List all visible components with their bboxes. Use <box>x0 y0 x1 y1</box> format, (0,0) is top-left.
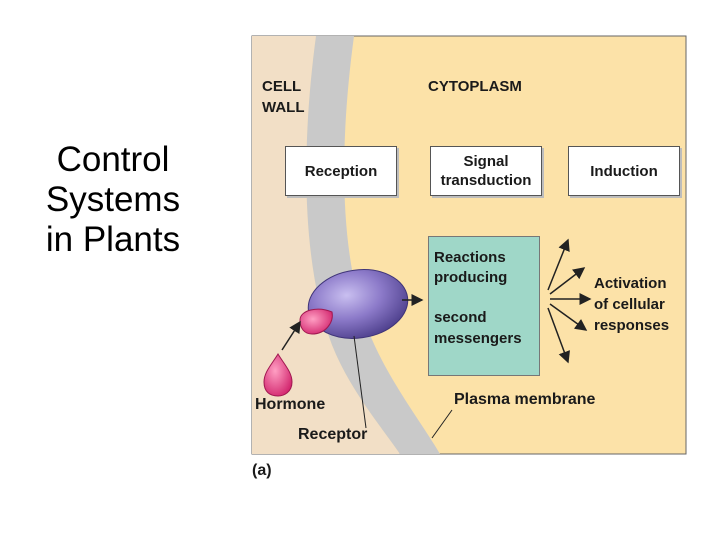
plasma-membrane-label: Plasma membrane <box>454 391 596 408</box>
arrow-activation-4 <box>549 303 588 331</box>
arrow-activation-2 <box>549 267 586 295</box>
induction-box: Induction <box>568 146 680 196</box>
activation-label: Activation of cellular responses <box>594 273 669 336</box>
bound-hormone <box>299 308 333 335</box>
reception-box: Reception <box>285 146 397 196</box>
cytoplasm-label: CYTOPLASM <box>428 78 522 95</box>
title-line-3: in Plants <box>45 220 181 259</box>
hormone-label: Hormone <box>255 396 326 413</box>
activation-line-1: Activation <box>594 275 667 292</box>
reactions-line-1: Reactions <box>434 249 506 266</box>
reactions-box: Reactions producing second messengers <box>428 236 540 376</box>
cell-wall-line-1: CELL <box>262 78 302 95</box>
title-line-2: Systems <box>45 180 181 219</box>
cell-wall-label: CELL WALL <box>262 76 305 118</box>
reactions-line-3: second <box>434 309 487 326</box>
activation-line-3: responses <box>594 317 670 334</box>
plasma-membrane-band <box>306 36 440 454</box>
membrane-leader-line <box>431 409 453 439</box>
arrow-activation-1 <box>547 238 570 291</box>
signal-transduction-box: Signal transduction <box>430 146 542 196</box>
activation-line-2: of cellular <box>594 296 665 313</box>
reactions-line-4: messengers <box>434 330 522 347</box>
cell-wall-area <box>252 36 400 454</box>
hormone-molecule <box>263 353 293 397</box>
panel-label: (a) <box>252 462 272 479</box>
signal-transduction-line-1: Signal <box>463 153 509 170</box>
receptor-leader-line <box>353 335 367 429</box>
arrow-hormone-to-receptor <box>281 320 301 351</box>
signal-transduction-line-2: transduction <box>440 172 532 189</box>
arrow-activation-5 <box>547 307 570 364</box>
reactions-line-2: producing <box>434 269 508 286</box>
receptor-label: Receptor <box>298 426 368 443</box>
cell-wall-line-2: WALL <box>262 99 305 116</box>
slide-title: Control Systems in Plants <box>8 140 218 260</box>
title-line-1: Control <box>56 140 170 179</box>
